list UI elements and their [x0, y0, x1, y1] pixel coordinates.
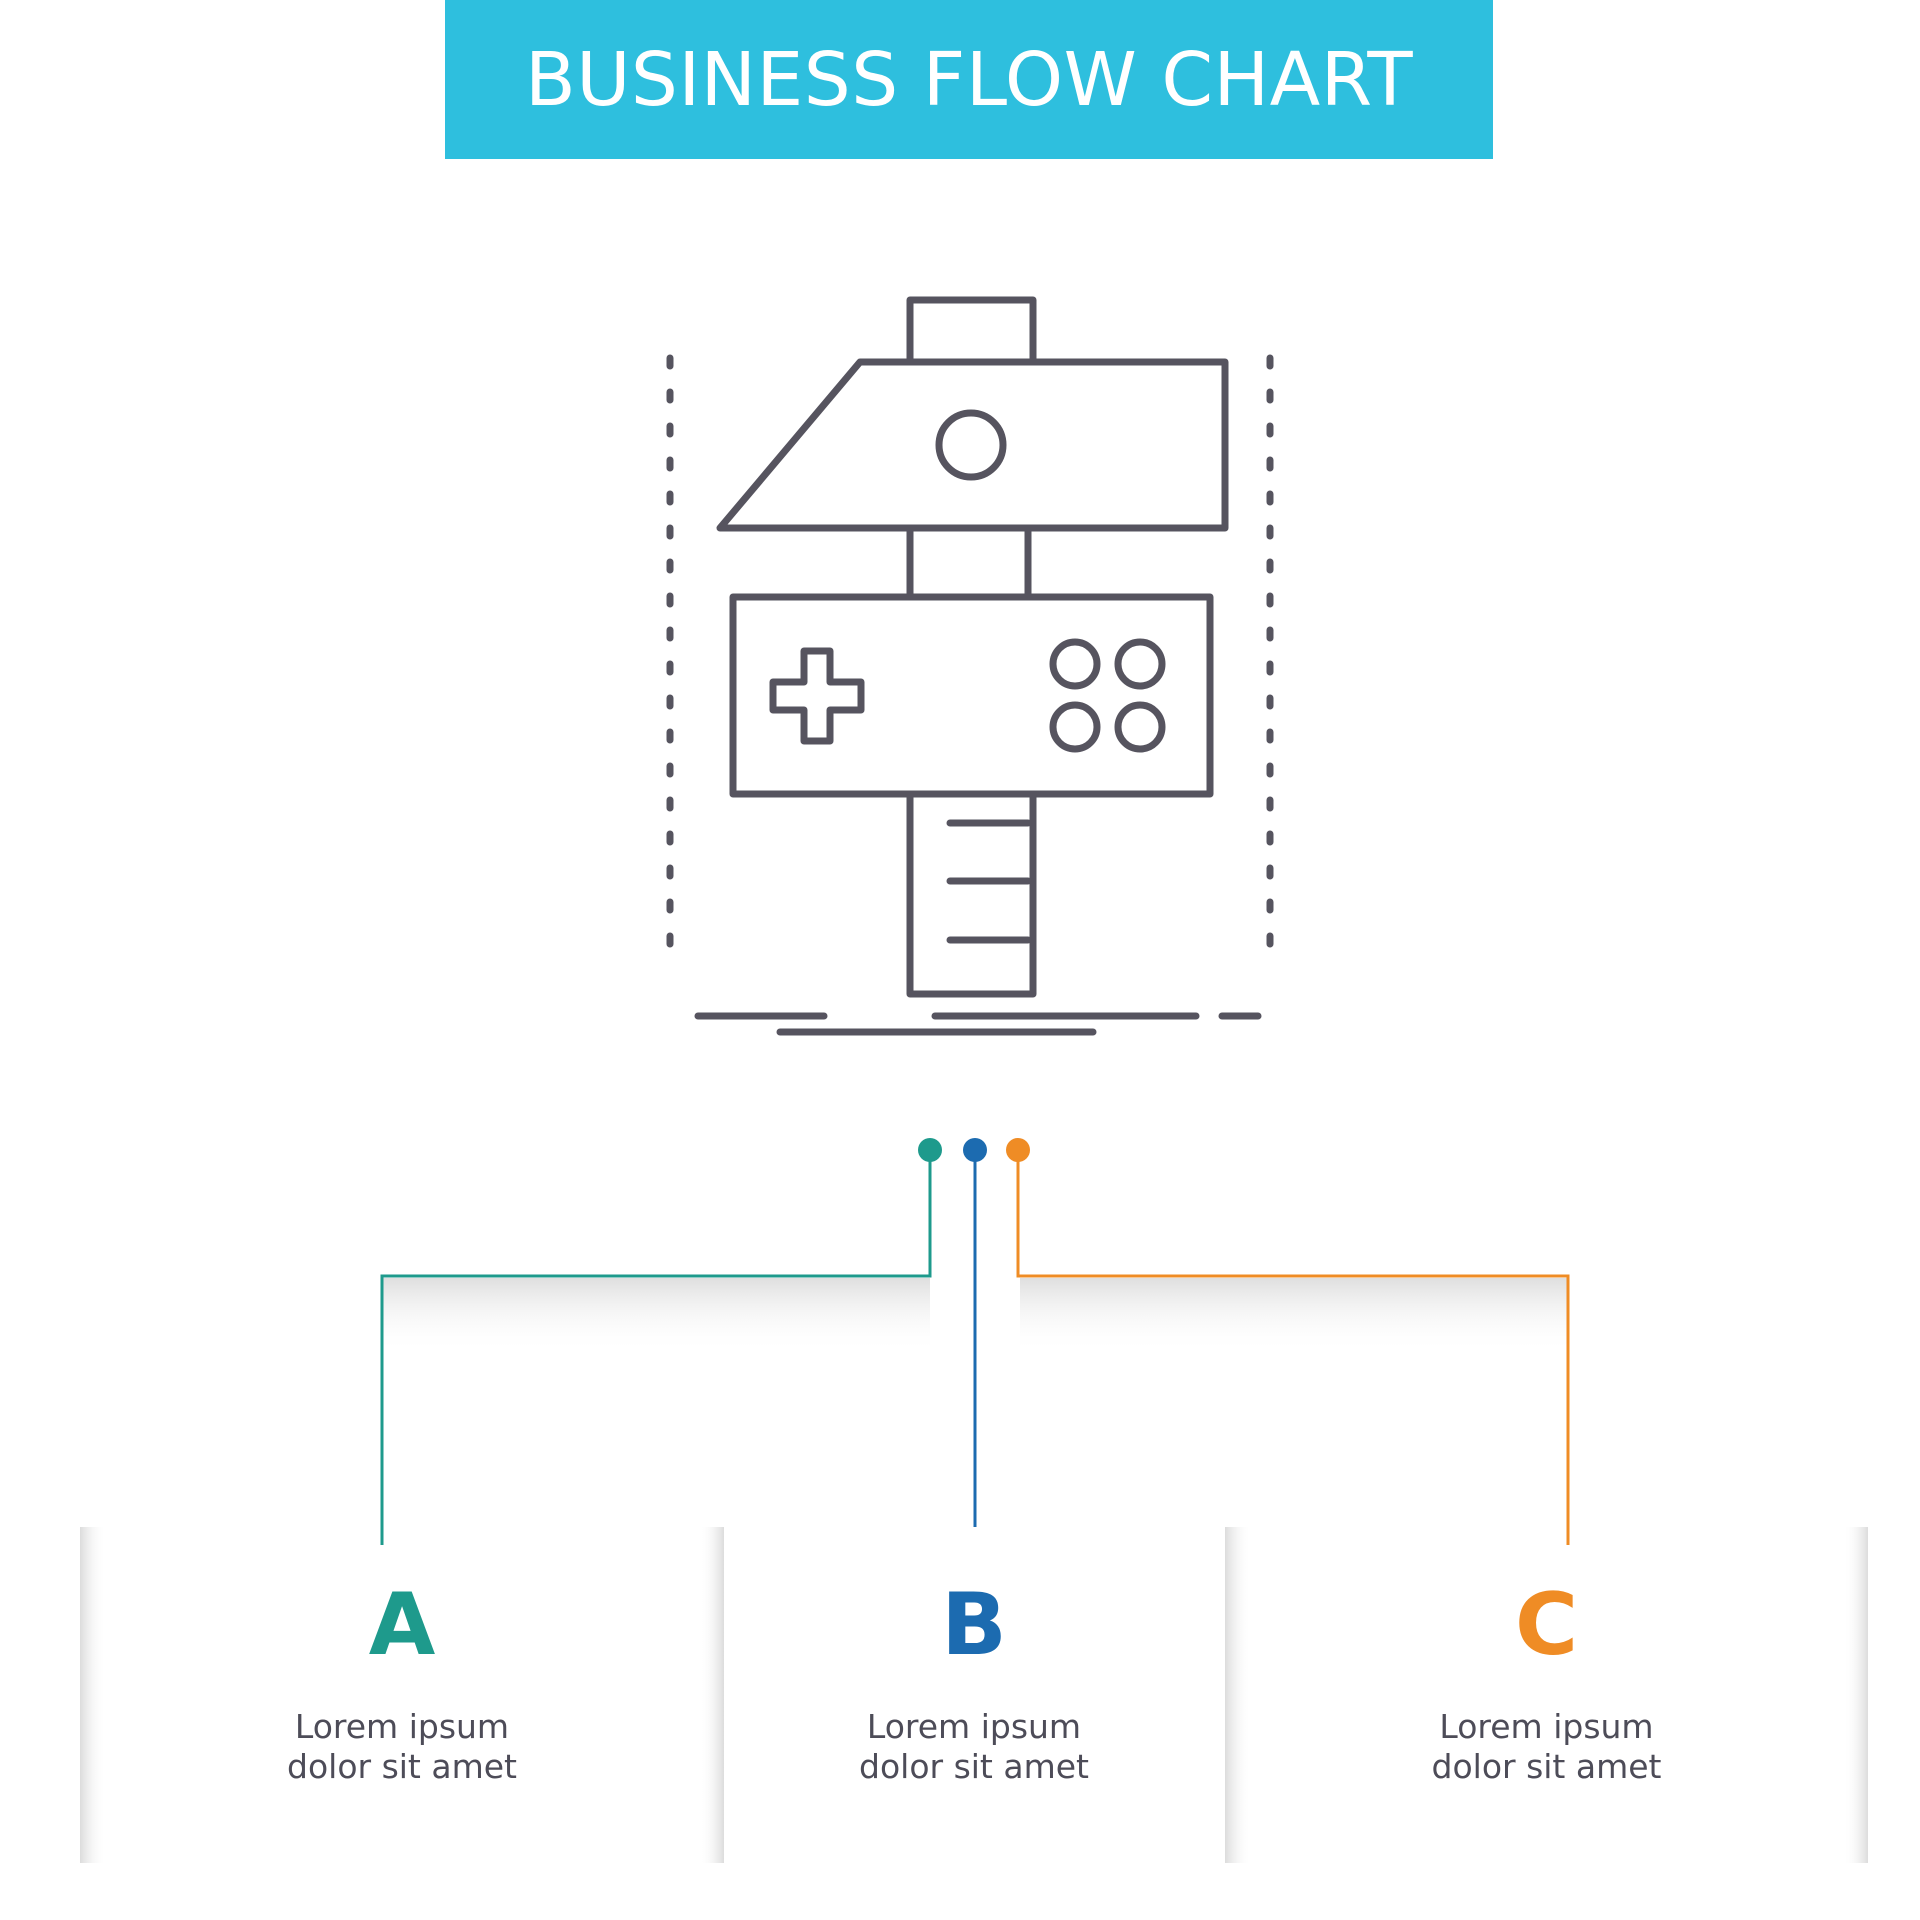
- branch-a-connector: [380, 1150, 932, 1545]
- branch-a-line2: dolor sit amet: [287, 1747, 517, 1786]
- card-c-shade-right: [1844, 1527, 1868, 1863]
- branch-letter-c: C: [1514, 1575, 1579, 1675]
- branch-text-c: Lorem ipsum dolor sit amet: [1225, 1707, 1868, 1787]
- branch-text-b: Lorem ipsum dolor sit amet: [723, 1707, 1225, 1787]
- card-a-shade-right: [700, 1527, 724, 1863]
- branch-c-connector: [1016, 1150, 1570, 1545]
- branch-letter-b: B: [941, 1575, 1007, 1675]
- branch-b-line2: dolor sit amet: [859, 1747, 1089, 1786]
- branch-card-b: B Lorem ipsum dolor sit amet: [723, 1527, 1225, 1863]
- branch-card-a: A Lorem ipsum dolor sit amet: [80, 1527, 724, 1863]
- card-backgrounds: [80, 1527, 1868, 1863]
- branch-c-line1: Lorem ipsum: [1439, 1707, 1654, 1746]
- branch-card-c: C Lorem ipsum dolor sit amet: [1225, 1527, 1868, 1863]
- game-development-hammer-icon: [666, 296, 1274, 1036]
- branch-letter-a: A: [368, 1575, 436, 1675]
- branch-a-line1: Lorem ipsum: [294, 1707, 510, 1746]
- branch-text-a: Lorem ipsum dolor sit amet: [80, 1707, 724, 1787]
- title-banner: BUSINESS FLOW CHART: [445, 0, 1493, 159]
- branch-b-line1: Lorem ipsum: [866, 1707, 1082, 1746]
- connector-shadow-right: [1020, 1278, 1568, 1353]
- connector-shadow-left: [382, 1278, 930, 1353]
- card-c-shade-left: [1225, 1527, 1251, 1863]
- branch-c-line2: dolor sit amet: [1431, 1747, 1662, 1786]
- card-a-shade-left: [80, 1527, 106, 1863]
- page-title: BUSINESS FLOW CHART: [524, 36, 1414, 123]
